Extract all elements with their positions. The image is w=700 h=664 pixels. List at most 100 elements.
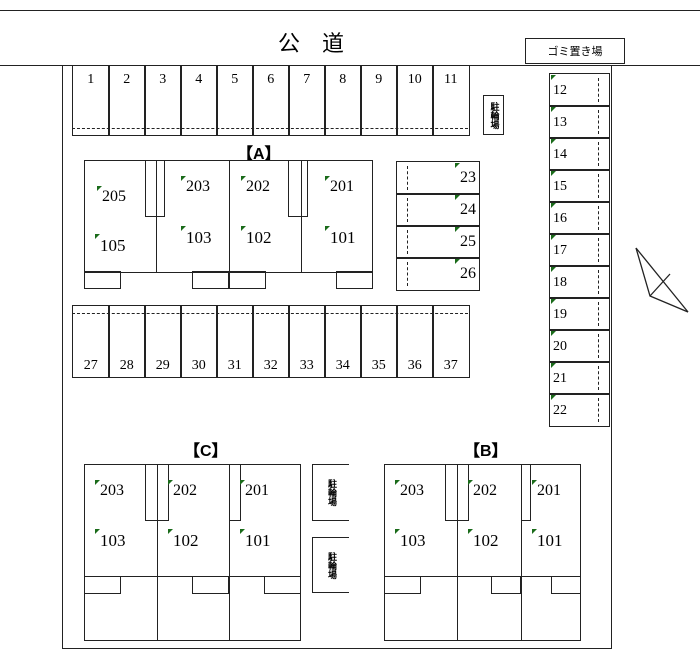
- parking-number: 31: [227, 358, 242, 373]
- parking-number: 3: [159, 72, 167, 87]
- parking-space: 10: [396, 65, 434, 136]
- parking-space: 36: [396, 305, 434, 378]
- parking-space: 25: [396, 225, 480, 259]
- parking-space: 20: [549, 329, 610, 363]
- parking-space: 13: [549, 105, 610, 139]
- unit-number: 101: [532, 529, 563, 550]
- balcony: [551, 576, 581, 594]
- parking-space: 5: [216, 65, 254, 136]
- unit-number: 103: [181, 226, 212, 247]
- boundary-bottom: [62, 648, 612, 649]
- parking-number: 5: [231, 72, 239, 87]
- parking-number: 11: [444, 72, 458, 87]
- unit-number: 103: [395, 529, 426, 550]
- road-label: 公 道: [278, 31, 345, 56]
- unit-number: 201: [325, 176, 354, 195]
- parking-number: 34: [335, 358, 350, 373]
- unit-number: 205: [97, 186, 126, 205]
- balcony: [491, 576, 521, 594]
- parking-space: 6: [252, 65, 290, 136]
- parking-number: 28: [119, 358, 134, 373]
- parking-space: 37: [432, 305, 470, 378]
- wall: [457, 464, 458, 641]
- parking-number: 18: [553, 275, 567, 290]
- balcony: [229, 271, 266, 289]
- unit-number: 202: [168, 480, 197, 499]
- parking-number: 35: [371, 358, 386, 373]
- bike-parking-1: 駐輪場: [483, 95, 504, 135]
- parking-number: 25: [460, 233, 476, 250]
- stair: [145, 160, 165, 217]
- balcony: [384, 576, 421, 594]
- parking-space: 23: [396, 161, 480, 195]
- parking-space: 11: [432, 65, 470, 136]
- stair: [145, 464, 169, 521]
- unit-number: 103: [95, 529, 126, 550]
- parking-space: 30: [180, 305, 218, 378]
- parking-space: 16: [549, 201, 610, 235]
- parking-number: 14: [553, 147, 567, 162]
- parking-number: 1: [87, 72, 95, 87]
- building-outline: [384, 464, 581, 641]
- stair: [445, 464, 469, 521]
- parking-number: 6: [267, 72, 275, 87]
- parking-space: 14: [549, 137, 610, 171]
- parking-space: 18: [549, 265, 610, 299]
- unit-number: 203: [395, 480, 424, 499]
- parking-number: 7: [303, 72, 311, 87]
- boundary-left: [62, 65, 63, 649]
- wall: [521, 464, 522, 641]
- building-c-label: 【C】: [184, 443, 228, 460]
- balcony: [84, 576, 121, 594]
- parking-number: 8: [339, 72, 347, 87]
- unit-number: 105: [95, 234, 126, 255]
- parking-space: 21: [549, 361, 610, 395]
- unit-number: 102: [468, 529, 499, 550]
- parking-number: 12: [553, 83, 567, 98]
- parking-space: 3: [144, 65, 182, 136]
- unit-number: 201: [240, 480, 269, 499]
- garbage-area: ゴミ置き場: [525, 38, 625, 64]
- parking-number: 10: [407, 72, 422, 87]
- stair: [288, 160, 308, 217]
- parking-space: 22: [549, 393, 610, 427]
- parking-space: 29: [144, 305, 182, 378]
- parking-number: 9: [375, 72, 383, 87]
- parking-space: 4: [180, 65, 218, 136]
- unit-number: 202: [468, 480, 497, 499]
- stair: [521, 464, 531, 521]
- parking-space: 24: [396, 193, 480, 227]
- parking-space: 8: [324, 65, 362, 136]
- unit-number: 202: [241, 176, 270, 195]
- parking-line: [72, 313, 468, 314]
- parking-number: 20: [553, 339, 567, 354]
- parking-number: 36: [407, 358, 422, 373]
- north-arrow-icon: [635, 247, 689, 313]
- bike-parking-3: 駐輪場: [312, 537, 349, 593]
- unit-number: 203: [95, 480, 124, 499]
- wall: [229, 464, 230, 641]
- parking-number: 24: [460, 201, 476, 218]
- balcony: [336, 271, 373, 289]
- wall: [157, 464, 158, 641]
- unit-number: 102: [168, 529, 199, 550]
- parking-space: 2: [108, 65, 146, 136]
- unit-number: 101: [240, 529, 271, 550]
- parking-space: 34: [324, 305, 362, 378]
- parking-number: 13: [553, 115, 567, 130]
- parking-space: 31: [216, 305, 254, 378]
- parking-number: 17: [553, 243, 567, 258]
- parking-space: 32: [252, 305, 290, 378]
- parking-space: 26: [396, 257, 480, 291]
- road-edge-top: [0, 10, 700, 11]
- stair: [229, 464, 241, 521]
- parking-space: 7: [288, 65, 326, 136]
- building-a-label: 【A】: [237, 146, 281, 163]
- unit-number: 101: [325, 226, 356, 247]
- wall: [384, 576, 581, 577]
- building-outline: [84, 464, 301, 641]
- balcony: [84, 271, 121, 289]
- parking-space: 28: [108, 305, 146, 378]
- parking-number: 2: [123, 72, 131, 87]
